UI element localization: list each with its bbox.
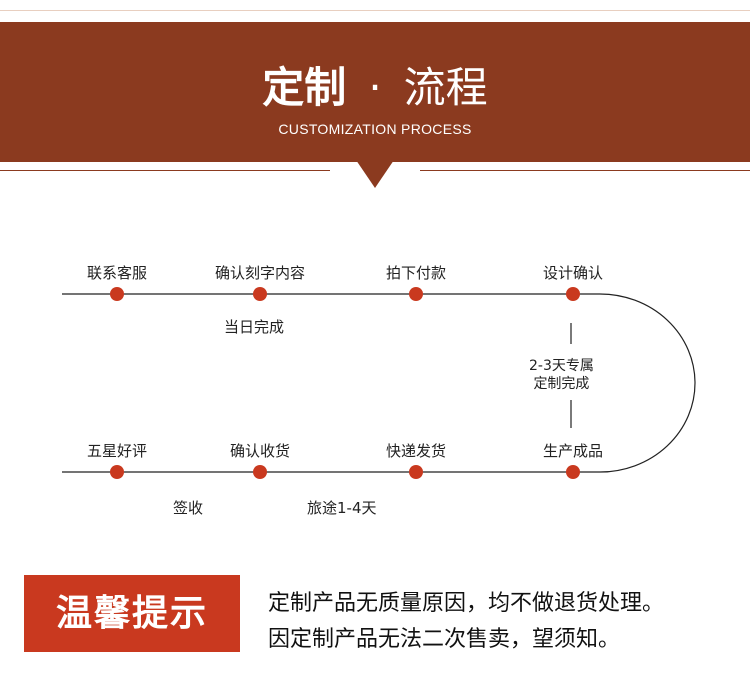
step-design-confirm: 设计确认: [542, 264, 604, 282]
process-path: [62, 293, 696, 473]
banner-pointer: [356, 160, 394, 188]
step-express-shipping: 快递发货: [385, 442, 447, 460]
step-dot-3: [409, 287, 423, 301]
tips-label: 温馨提示: [24, 575, 240, 652]
page-title: 定制 · 流程: [0, 54, 750, 115]
step-dot-7: [409, 465, 423, 479]
title-light: 流程: [403, 63, 488, 112]
step-dot-5: [110, 465, 124, 479]
step-dot-2: [253, 287, 267, 301]
title-strong: 定制: [262, 63, 347, 112]
step-dot-6: [253, 465, 267, 479]
step-dot-4: [566, 287, 580, 301]
step-production: 生产成品: [542, 442, 604, 460]
page-subtitle: CUSTOMIZATION PROCESS: [278, 121, 472, 137]
step-five-star-review: 五星好评: [86, 442, 148, 460]
note-custom-time: 2-3天专属 定制完成: [529, 357, 594, 393]
note-custom-line1: 2-3天专属: [529, 358, 594, 374]
header-banner: [0, 22, 750, 162]
step-contact-service: 联系客服: [86, 264, 148, 282]
step-confirm-receipt: 确认收货: [229, 442, 291, 460]
top-divider: [0, 0, 750, 11]
note-same-day: 当日完成: [224, 318, 285, 336]
title-dot: ·: [368, 63, 382, 112]
step-confirm-engraving: 确认刻字内容: [214, 264, 306, 282]
tip-line-2: 因定制产品无法二次售卖，望须知。: [268, 627, 621, 652]
note-custom-line2: 定制完成: [533, 376, 590, 392]
step-dot-8: [566, 465, 580, 479]
note-sign: 签收: [173, 499, 204, 517]
banner-underline-left: [0, 170, 330, 171]
note-transit: 旅途1-4天: [307, 499, 377, 517]
tip-line-1: 定制产品无质量原因，均不做退货处理。: [268, 591, 665, 616]
step-dot-1: [110, 287, 124, 301]
banner-underline-right: [420, 170, 750, 171]
step-payment: 拍下付款: [385, 264, 447, 282]
